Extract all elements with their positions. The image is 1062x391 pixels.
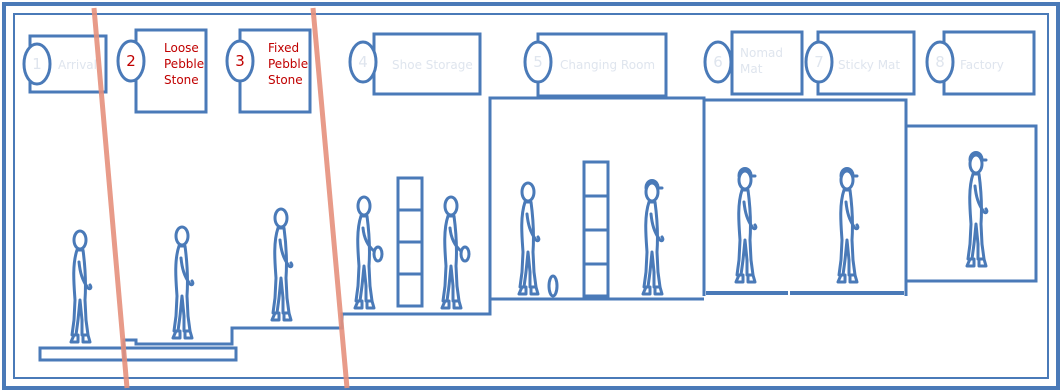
step-2-label-line: Stone xyxy=(164,72,204,88)
step-3-number: 3 xyxy=(228,49,252,73)
person-changing-2 xyxy=(643,181,663,295)
step-3-label-line: Stone xyxy=(268,72,308,88)
step-1-number: 1 xyxy=(25,52,49,76)
person-shoe-storage-2 xyxy=(442,197,469,308)
arrival-floor xyxy=(40,348,124,360)
person-arrival xyxy=(71,231,91,342)
person-sticky-mat xyxy=(838,169,858,283)
step-4-number: 4 xyxy=(351,50,375,74)
locker-shelf xyxy=(584,162,608,296)
step-3-label-line: Fixed xyxy=(268,40,308,56)
step-4-label: Shoe Storage xyxy=(392,57,473,73)
step-1-label: Arrival xyxy=(58,57,97,73)
shoe-pair xyxy=(549,276,557,296)
step-2-number: 2 xyxy=(119,49,143,73)
step-8-label: Factory xyxy=(960,57,1004,73)
step-6-label-line: Mat xyxy=(740,61,783,77)
step-7-number: 7 xyxy=(807,50,831,74)
person-nomad-mat xyxy=(736,169,756,283)
shoe-shelf xyxy=(398,178,422,306)
step-7-label: Sticky Mat xyxy=(838,57,900,73)
person-loose-pebble xyxy=(173,227,193,338)
step-3-label-line: Pebble xyxy=(268,56,308,72)
step-3-label: Fixed Pebble Stone xyxy=(268,40,308,88)
step-6-label: Nomad Mat xyxy=(740,45,783,77)
step-2-label-line: Pebble xyxy=(164,56,204,72)
step-2-label-line: Loose xyxy=(164,40,204,56)
step-6-number: 6 xyxy=(706,50,730,74)
person-factory xyxy=(967,153,987,267)
pebble-floor-base xyxy=(124,348,236,360)
step-5-number: 5 xyxy=(526,50,550,74)
step-5-label: Changing Room xyxy=(560,57,655,73)
person-fixed-pebble xyxy=(272,209,292,320)
step-8-number: 8 xyxy=(928,50,952,74)
step-6-label-line: Nomad xyxy=(740,45,783,61)
step-2-label: Loose Pebble Stone xyxy=(164,40,204,88)
barrier-line-right xyxy=(313,8,347,388)
person-shoe-storage-1 xyxy=(355,197,382,308)
person-changing-1 xyxy=(519,183,539,294)
mat-zone-wall xyxy=(704,100,906,296)
